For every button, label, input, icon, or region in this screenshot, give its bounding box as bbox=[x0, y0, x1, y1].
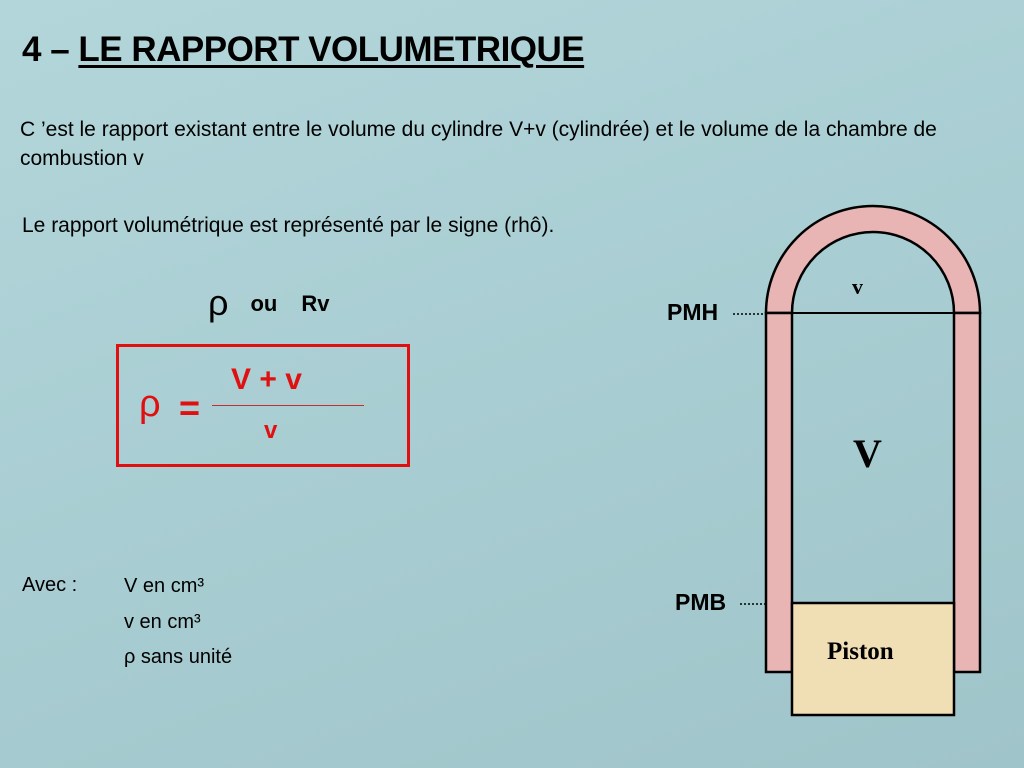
rho-text: Le rapport volumétrique est représenté p… bbox=[22, 214, 555, 237]
definition-text: C ’est le rapport existant entre le volu… bbox=[20, 118, 937, 170]
unit-item: V en cm³ bbox=[124, 575, 205, 597]
swept-volume-label: V bbox=[853, 431, 882, 476]
fraction-bar bbox=[212, 405, 364, 406]
cylinder-wall-right bbox=[952, 311, 982, 674]
cylinder-head bbox=[764, 204, 982, 315]
ou-text: ou bbox=[250, 291, 278, 316]
units-label: Avec : bbox=[22, 574, 78, 596]
unit-item: v en cm³ bbox=[124, 611, 201, 633]
rho-symbol: ρ bbox=[208, 282, 229, 323]
pmh-label: PMH bbox=[667, 299, 719, 325]
unit-item: ρ sans unité bbox=[124, 646, 233, 668]
formula-box: ρ = V + v v bbox=[116, 344, 410, 467]
cylinder-wall-left bbox=[764, 311, 794, 674]
formula-numerator: V + v bbox=[231, 363, 302, 396]
piston bbox=[790, 601, 956, 717]
chamber-volume-label: v bbox=[852, 274, 863, 299]
slide-title: 4 – LE RAPPORT VOLUMETRIQUE bbox=[22, 30, 585, 69]
formula-denominator: v bbox=[264, 417, 278, 444]
piston-label: Piston bbox=[827, 638, 894, 665]
formula-rho: ρ bbox=[139, 383, 161, 425]
pmb-label: PMB bbox=[675, 589, 727, 615]
formula-equals: = bbox=[179, 387, 201, 428]
rv-text: Rv bbox=[301, 291, 330, 316]
